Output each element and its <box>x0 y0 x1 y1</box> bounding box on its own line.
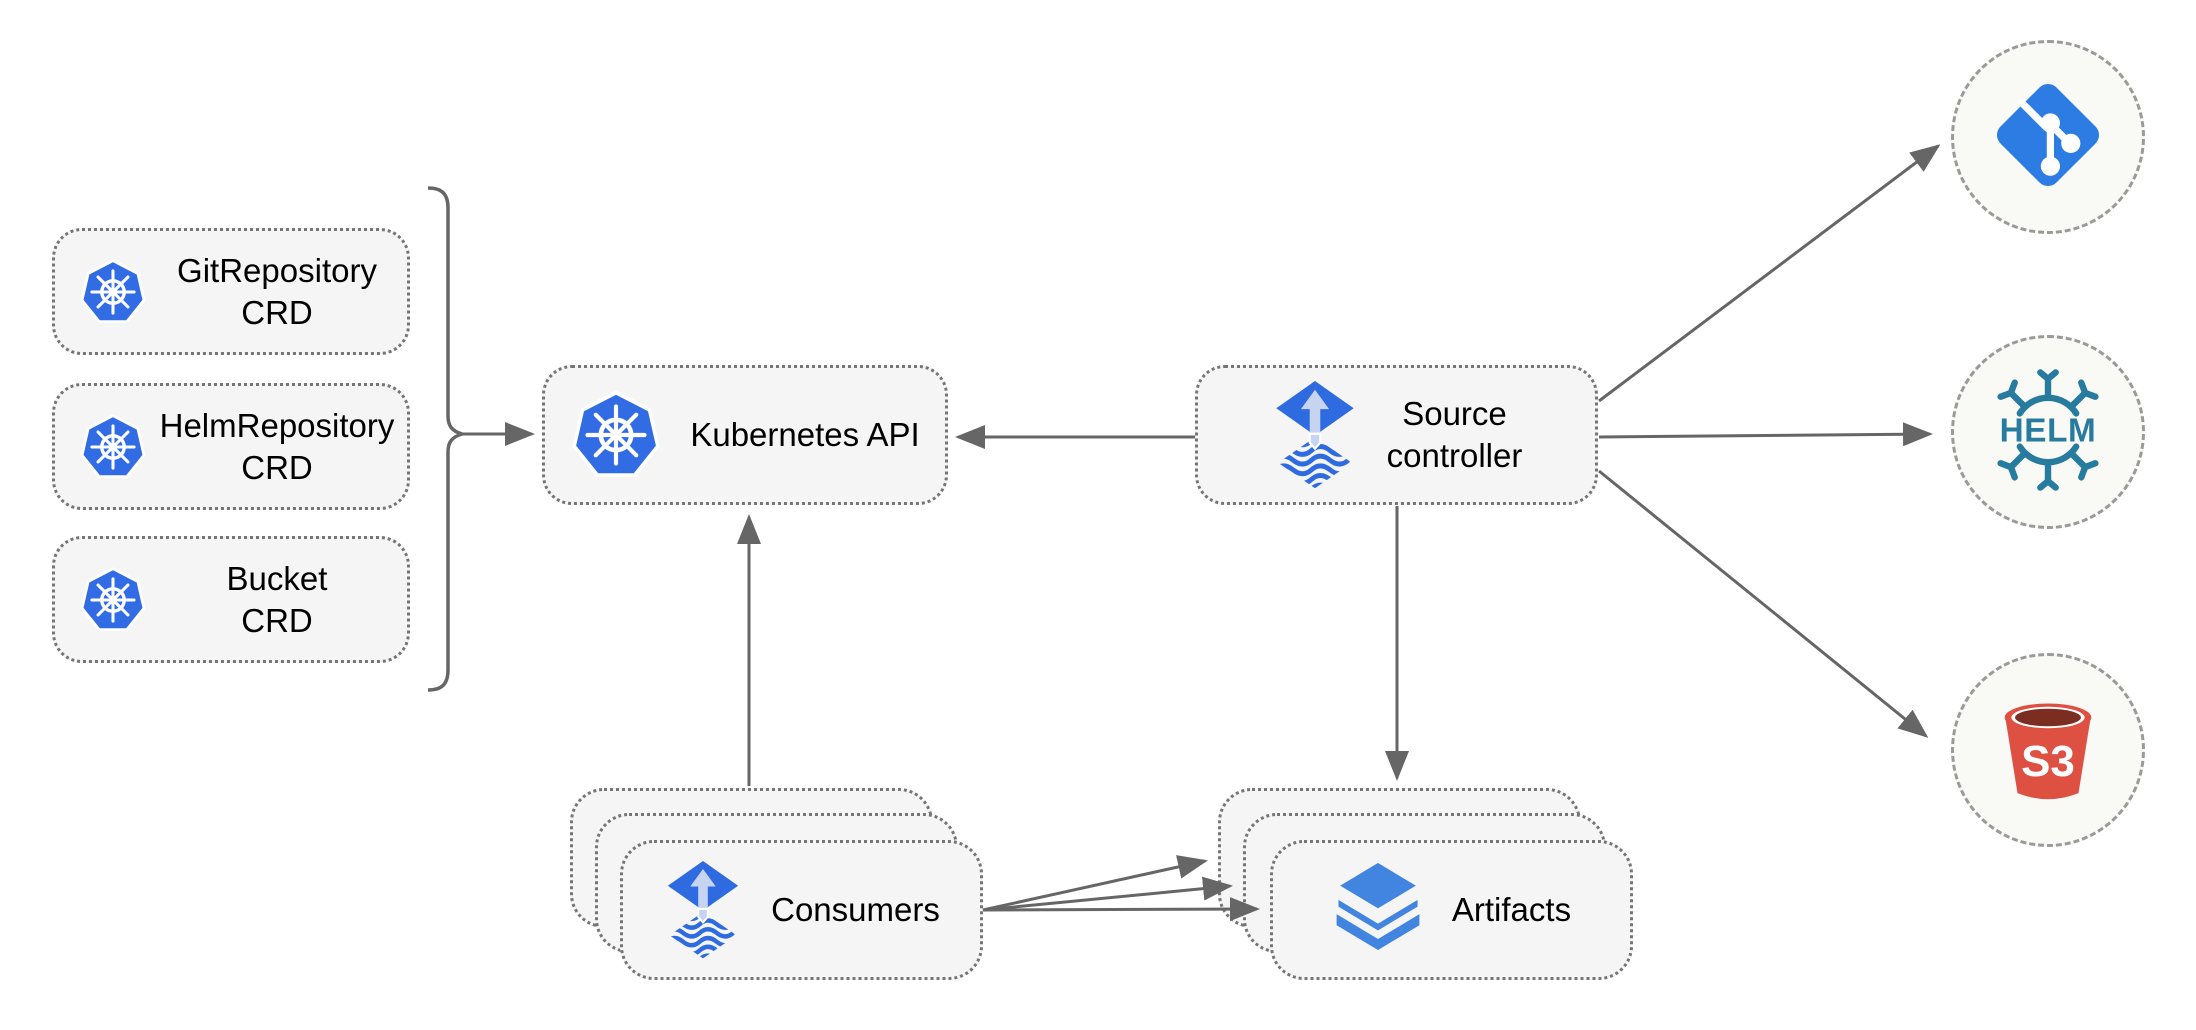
node-helmrepository-crd: HelmRepository CRD <box>52 383 410 510</box>
flux-icon <box>1271 380 1359 490</box>
helm-wordmark: HELM <box>2000 412 2097 449</box>
edge-consumers-to-artifacts-front <box>982 897 1260 922</box>
node-label: Source controller <box>1386 395 1523 474</box>
node-source-controller: Source controller <box>1195 365 1598 505</box>
kubernetes-icon <box>79 258 147 326</box>
node-kubernetes-api: Kubernetes API <box>542 365 948 505</box>
external-s3-circle: S3 <box>1951 653 2145 847</box>
external-helm-circle: HELM <box>1951 335 2145 529</box>
edge-source-controller-to-git <box>1598 144 1941 403</box>
git-icon <box>1988 75 2108 200</box>
node-label: Artifacts <box>1451 891 1572 929</box>
node-artifacts: Artifacts <box>1270 840 1633 980</box>
node-consumers: Consumers <box>620 840 983 980</box>
kubernetes-icon <box>570 389 662 481</box>
edge-consumers-to-artifacts-back <box>982 855 1208 912</box>
node-label: Bucket CRD <box>226 559 328 639</box>
node-gitrepository-crd: GitRepository CRD <box>52 228 410 355</box>
flux-icon <box>663 860 743 960</box>
s3-wordmark: S3 <box>2021 737 2075 786</box>
edge-source-controller-to-s3 <box>1598 469 1929 738</box>
kubernetes-icon <box>79 566 147 634</box>
node-bucket-crd: Bucket CRD <box>52 536 410 663</box>
node-label: Consumers <box>771 891 940 929</box>
s3-icon: S3 <box>1987 687 2109 814</box>
external-git-circle <box>1951 40 2145 234</box>
helm-icon: HELM <box>1984 366 2112 499</box>
edge-consumers-to-artifacts-middle <box>982 876 1233 912</box>
crd-group-brace <box>427 186 469 692</box>
edge-source-controller-to-helm <box>1598 422 1933 447</box>
node-label: HelmRepository CRD <box>159 406 395 486</box>
node-label: GitRepository CRD <box>177 251 377 331</box>
node-label: Kubernetes API <box>690 416 920 454</box>
layers-icon <box>1332 858 1424 962</box>
kubernetes-icon <box>79 413 147 481</box>
